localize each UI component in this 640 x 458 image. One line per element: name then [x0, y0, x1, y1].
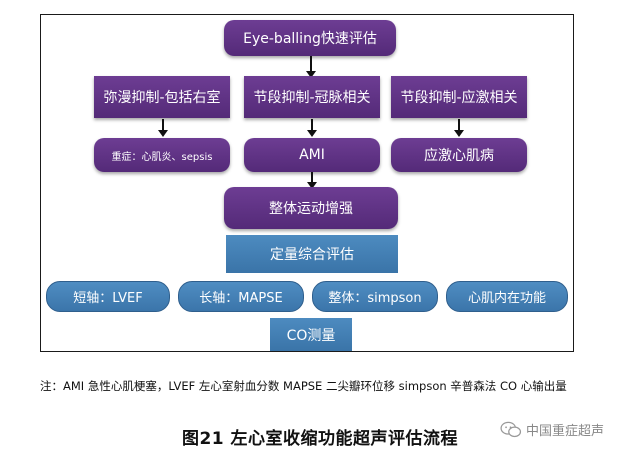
node-segmental-coronary: 节段抑制-冠脉相关 [244, 76, 380, 118]
node-eyeballing: Eye-balling快速评估 [224, 20, 396, 56]
node-global-simpson: 整体：simpson [312, 281, 438, 312]
arrow-ami-to-global [307, 172, 317, 189]
footnote: 注：AMI 急性心肌梗塞，LVEF 左心室射血分数 MAPSE 二尖瓣环位移 s… [40, 379, 567, 393]
node-co-measurement: CO测量 [270, 318, 352, 351]
node-diffuse-suppression: 弥漫抑制-包括右室 [94, 76, 230, 118]
node-intrinsic-myocardial-function: 心肌内在功能 [446, 281, 568, 312]
node-ami: AMI [244, 138, 380, 172]
node-critical-myocarditis-sepsis: 重症：心肌炎、sepsis [94, 138, 230, 172]
arrow-top-to-coronary [306, 56, 316, 78]
node-quantitative-assessment: 定量综合评估 [226, 235, 398, 273]
arrow-diffuse-to-critical [158, 119, 168, 137]
figure-caption: 图21 左心室收缩功能超声评估流程 [181, 429, 459, 449]
node-global-hyperkinesis: 整体运动增强 [224, 187, 398, 229]
node-long-axis-mapse: 长轴：MAPSE [178, 281, 304, 312]
arrow-coronary-to-ami [307, 119, 317, 137]
node-short-axis-lvef: 短轴：LVEF [46, 281, 170, 312]
node-segmental-stress: 节段抑制-应激相关 [391, 76, 527, 118]
watermark-text: 中国重症超声 [526, 424, 605, 439]
node-stress-cardiomyopathy: 应激心肌病 [391, 138, 527, 172]
watermark: 中国重症超声 [500, 420, 604, 439]
wechat-icon [500, 421, 522, 437]
arrow-stress-to-cardiomyopathy [454, 119, 464, 137]
